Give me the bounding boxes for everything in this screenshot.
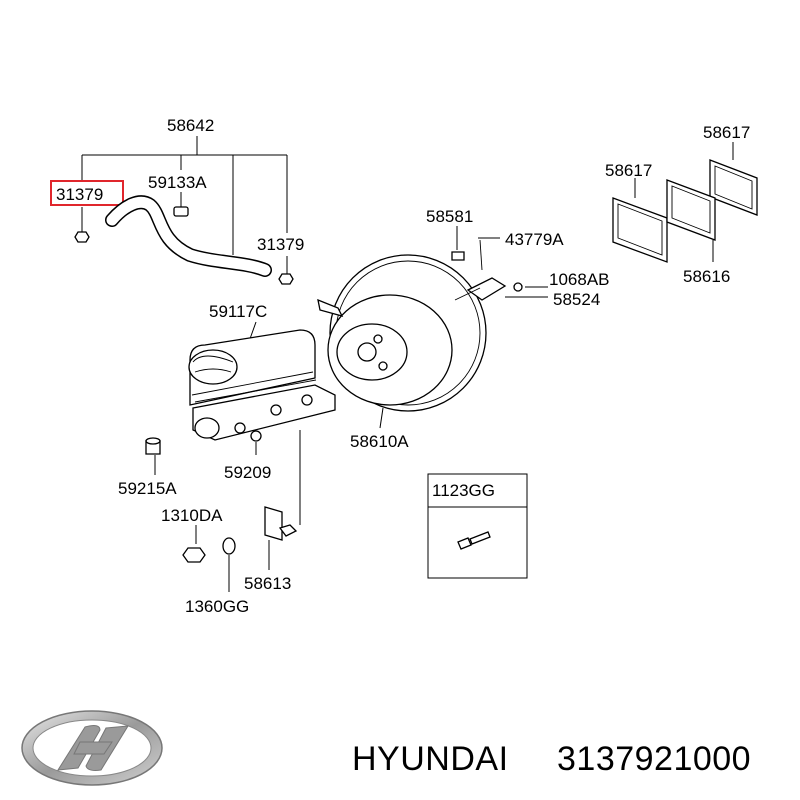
label-58610A: 58610A bbox=[350, 432, 409, 451]
label-58617-mid: 58617 bbox=[605, 161, 652, 180]
label-58613: 58613 bbox=[244, 574, 291, 593]
label-1310DA: 1310DA bbox=[161, 506, 223, 525]
gasket-parts bbox=[612, 142, 758, 263]
small-parts bbox=[145, 430, 301, 592]
pin-bolt-part bbox=[451, 226, 548, 298]
label-58616: 58616 bbox=[683, 267, 730, 286]
label-59117C: 59117C bbox=[209, 302, 267, 321]
booster-part bbox=[317, 254, 507, 429]
label-43779A: 43779A bbox=[505, 230, 564, 249]
label-58617-top: 58617 bbox=[703, 123, 750, 142]
hyundai-logo-icon bbox=[21, 710, 163, 786]
label-58524: 58524 bbox=[553, 290, 600, 309]
label-31379-left: 31379 bbox=[56, 185, 103, 204]
highlight-box bbox=[50, 180, 124, 206]
footer-brand: HYUNDAI bbox=[352, 740, 509, 778]
reservoir-part bbox=[188, 321, 336, 441]
hose-part bbox=[74, 195, 294, 285]
label-31379-right: 31379 bbox=[257, 235, 304, 254]
label-1123GG: 1123GG bbox=[432, 481, 495, 500]
label-59133A: 59133A bbox=[148, 173, 207, 192]
hose-assembly-leaders bbox=[81, 136, 288, 274]
label-59209: 59209 bbox=[224, 463, 271, 482]
footer-part-number: 3137921000 bbox=[557, 740, 752, 778]
label-58642: 58642 bbox=[167, 116, 214, 135]
label-58581: 58581 bbox=[426, 207, 473, 226]
label-1068AB: 1068AB bbox=[549, 270, 610, 289]
bolt-box bbox=[427, 473, 528, 579]
label-1360GG: 1360GG bbox=[185, 597, 249, 616]
label-59215A: 59215A bbox=[118, 479, 177, 498]
